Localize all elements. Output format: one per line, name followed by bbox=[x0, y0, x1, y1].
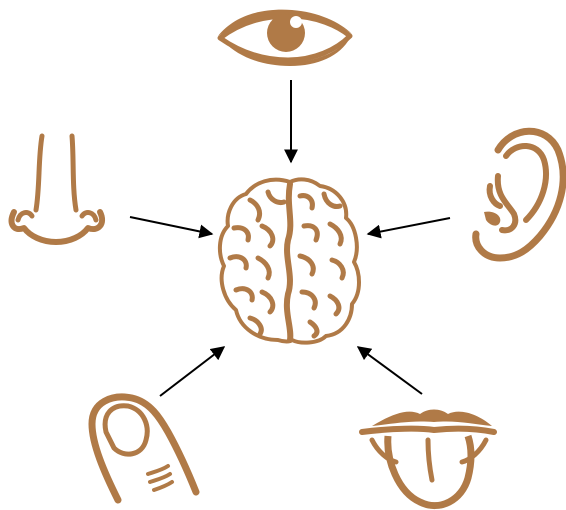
ear-icon bbox=[476, 131, 563, 258]
finger-icon bbox=[92, 397, 196, 500]
nose-icon bbox=[12, 136, 102, 242]
eye-icon bbox=[218, 10, 352, 66]
tongue-icon bbox=[362, 410, 494, 506]
arrow-finger-to-brain bbox=[160, 347, 224, 396]
arrow-ear-to-brain bbox=[368, 218, 450, 234]
brain-icon bbox=[220, 179, 359, 342]
arrow-nose-to-brain bbox=[130, 217, 212, 234]
arrow-tongue-to-brain bbox=[358, 347, 422, 394]
